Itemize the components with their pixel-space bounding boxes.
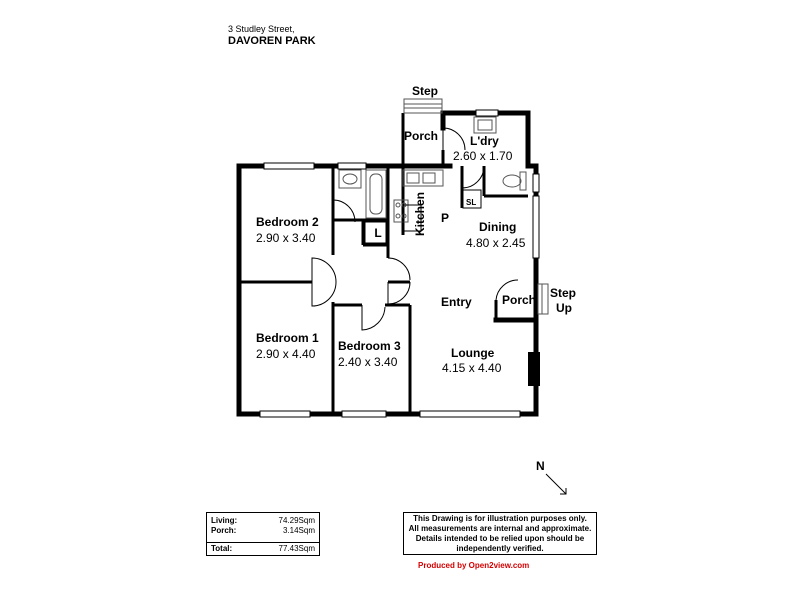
label-step-up-1: Step — [550, 286, 576, 300]
label-porch-top: Porch — [404, 129, 438, 143]
label-bedroom2-size: 2.90 x 3.40 — [256, 231, 316, 245]
label-entry: Entry — [441, 295, 472, 309]
label-kitchen: Kitchen — [413, 192, 427, 236]
area-summary-box: Living: 74.29Sqm Porch: 3.14Sqm Total: 7… — [206, 512, 320, 556]
address-street: 3 Studley Street, — [228, 24, 295, 34]
area-row-living: Living: 74.29Sqm — [211, 516, 315, 526]
address-suburb: DAVOREN PARK — [228, 35, 316, 47]
label-dining: Dining — [479, 220, 516, 234]
disclaimer-line-4: independently verified. — [456, 544, 544, 553]
area-total-value: 77.43Sqm — [278, 544, 315, 553]
disclaimer-line-1: This Drawing is for illustration purpose… — [413, 514, 587, 523]
label-step-up-2: Up — [556, 301, 572, 315]
label-bedroom1: Bedroom 1 — [256, 331, 319, 345]
disclaimer-box: This Drawing is for illustration purpose… — [403, 512, 597, 555]
label-bedroom3-size: 2.40 x 3.40 — [338, 355, 398, 369]
area-total-label: Total: — [211, 544, 233, 553]
compass-label: N — [536, 459, 545, 473]
area-divider — [207, 542, 319, 543]
compass-arrow-icon — [545, 473, 567, 495]
doors — [311, 127, 519, 331]
area-row-total: Total: 77.43Sqm — [211, 544, 315, 554]
label-step-top: Step — [412, 84, 438, 98]
area-porch-label: Porch: — [211, 526, 237, 535]
disclaimer-line-3: Details intended to be relied upon shoul… — [415, 534, 585, 543]
area-living-label: Living: — [211, 516, 238, 525]
label-laundry-size: 2.60 x 1.70 — [453, 149, 513, 163]
area-living-value: 74.29Sqm — [278, 516, 315, 525]
label-lounge-size: 4.15 x 4.40 — [442, 361, 502, 375]
area-porch-value: 3.14Sqm — [282, 526, 315, 535]
label-linen: L — [374, 226, 381, 240]
label-dining-size: 4.80 x 2.45 — [466, 236, 526, 250]
label-bedroom3: Bedroom 3 — [338, 339, 401, 353]
heater-block — [528, 352, 540, 386]
area-row-porch: Porch: 3.14Sqm — [211, 526, 315, 536]
disclaimer-line-2: All measurements are internal and approx… — [408, 524, 592, 533]
label-bedroom1-size: 2.90 x 4.40 — [256, 347, 316, 361]
fixtures — [338, 98, 549, 315]
label-bedroom2: Bedroom 2 — [256, 215, 319, 229]
label-lounge: Lounge — [451, 346, 495, 360]
label-laundry: L'dry — [470, 134, 499, 148]
windows — [259, 109, 540, 418]
label-porch-side: Porch — [502, 293, 536, 307]
label-sl: SL — [466, 198, 476, 207]
label-pantry: P — [441, 211, 449, 225]
credit-link[interactable]: Produced by Open2view.com — [418, 561, 530, 570]
